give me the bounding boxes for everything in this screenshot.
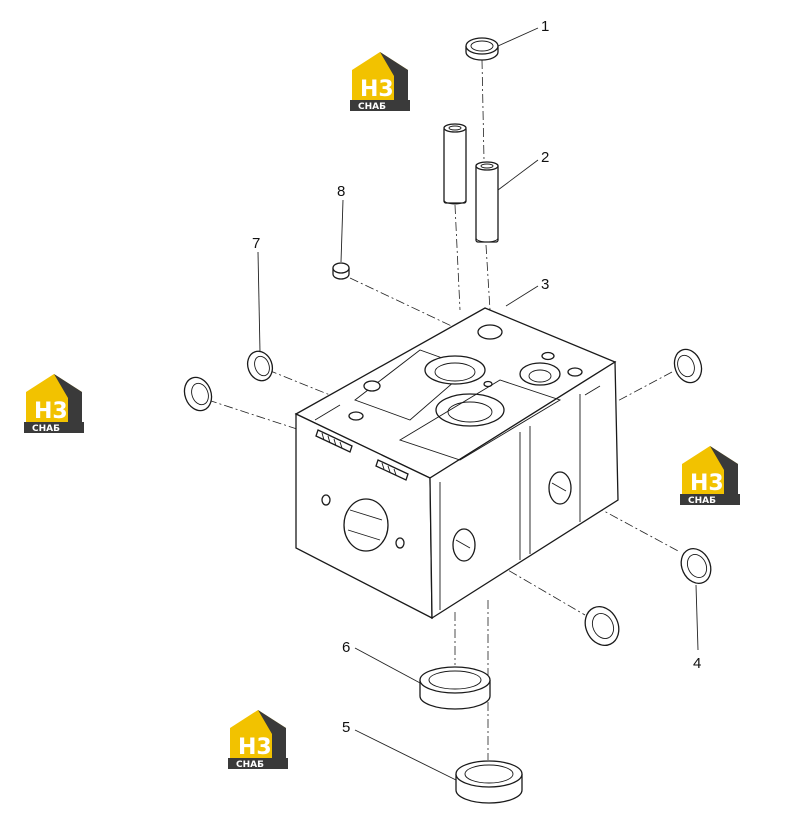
watermark-logo: H3 СНАБ — [680, 446, 740, 506]
callout-4: 4 — [693, 655, 701, 672]
logo-main-text: H3 — [34, 399, 68, 424]
callout-2: 2 — [541, 149, 549, 166]
leader-lines — [257, 27, 699, 781]
logo-main-text: H3 — [360, 77, 394, 102]
part-2-sleeve-right — [475, 161, 499, 243]
part-6-valve-seat-ring — [419, 666, 491, 710]
callout-5: 5 — [342, 719, 350, 736]
callout-numbers: 1 2 3 4 5 6 7 8 — [252, 18, 701, 736]
callout-3: 3 — [541, 276, 549, 293]
logo-sub-text: СНАБ — [32, 424, 60, 434]
callout-7: 7 — [252, 235, 260, 252]
serial-plate — [315, 429, 353, 453]
watermark-logo: H3 СНАБ — [24, 374, 84, 434]
logo-sub-text: СНАБ — [358, 102, 386, 112]
logo-sub-text: СНАБ — [688, 496, 716, 506]
part-7-cap-upper-left — [246, 350, 274, 382]
callout-6: 6 — [342, 639, 350, 656]
part-3-cylinder-head — [294, 307, 619, 620]
part-1-seal-ring — [465, 37, 499, 61]
logo-main-text: H3 — [690, 471, 724, 496]
part-5-valve-seat-ring — [455, 760, 523, 804]
callout-8: 8 — [337, 183, 345, 200]
side-cap-right — [673, 348, 703, 384]
part-8-plug — [332, 262, 350, 280]
watermark-logo: H3 СНАБ — [228, 710, 288, 770]
callout-1: 1 — [541, 18, 549, 35]
watermark-logo: H3 СНАБ — [350, 52, 410, 112]
part-4-seal-ring — [680, 547, 712, 585]
side-cap-left — [183, 376, 213, 412]
seal-ring-lower — [584, 606, 620, 646]
serial-plate — [375, 459, 409, 481]
logo-main-text: H3 — [238, 735, 272, 760]
logo-sub-text: СНАБ — [236, 760, 264, 770]
part-2-sleeve-left — [443, 123, 467, 205]
